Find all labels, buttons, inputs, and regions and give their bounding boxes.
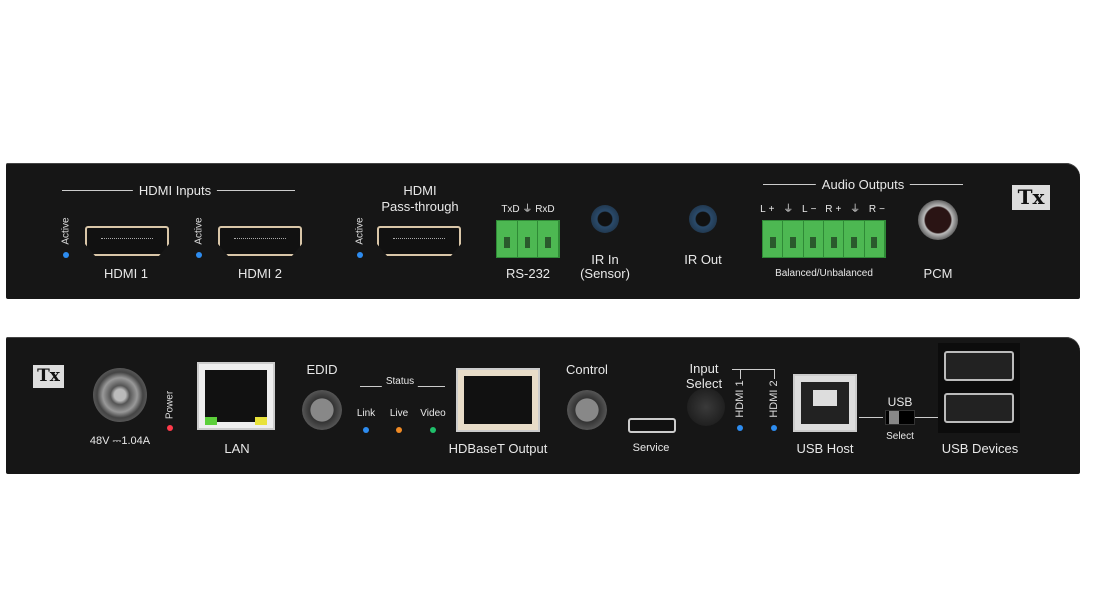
hdmi2-port[interactable] [218, 226, 302, 256]
usb-select-label: Select [886, 431, 914, 442]
service-port[interactable] [628, 418, 676, 433]
ir-in-jack[interactable] [591, 205, 619, 233]
hdbaset-output-port[interactable] [456, 368, 540, 432]
control-label: Control [566, 362, 608, 377]
service-label: Service [632, 442, 670, 454]
pcm-label: PCM [923, 266, 953, 281]
rs232-terminal[interactable] [496, 220, 560, 258]
hdbaset-output-label: HDBaseT Output [448, 441, 548, 456]
status-live-label: Live [389, 408, 409, 419]
rs232-pin-labels: TxD ⏚ RxD [501, 204, 555, 215]
usb-select-switch[interactable] [885, 410, 915, 425]
status-title: Status [381, 374, 419, 389]
hdmi1-active-led [63, 252, 69, 258]
hdmi2-select-label: HDMI 2 [768, 380, 780, 418]
power-jack[interactable] [93, 368, 147, 422]
usb-device-port-1[interactable] [944, 351, 1014, 381]
input-select-label-2: Select [685, 376, 723, 391]
input-select-button[interactable] [687, 388, 725, 426]
lan-link-led [205, 417, 217, 425]
hdmi1-port[interactable] [85, 226, 169, 256]
tx-logo: Tx [1012, 185, 1050, 210]
usb-connector-line-left [859, 417, 883, 418]
front-panel: HDMI Inputs Active HDMI 1 Active HDMI 2 … [6, 163, 1080, 299]
lan-port[interactable] [197, 362, 275, 430]
power-label: Power [164, 390, 176, 420]
ir-out-label: IR Out [684, 252, 722, 267]
rs232-label: RS-232 [505, 266, 551, 281]
usb-host-port[interactable] [793, 374, 857, 432]
live-led [396, 427, 402, 433]
usb-connector-line-right [915, 417, 939, 418]
active-label-2: Active [193, 217, 205, 245]
link-led [363, 427, 369, 433]
bracket-tick-1 [740, 369, 741, 379]
video-led [430, 427, 436, 433]
hdmi2-label: HDMI 2 [237, 266, 283, 281]
balanced-unbalanced-label: Balanced/Unbalanced [775, 268, 873, 279]
hdmi-inputs-title: HDMI Inputs [132, 183, 218, 198]
bracket-tick-2 [774, 369, 775, 379]
tx-logo: Tx [33, 365, 64, 388]
status-video-label: Video [420, 408, 446, 419]
usb-devices-block [938, 343, 1020, 433]
passthrough-title-1: HDMI [403, 183, 437, 198]
ir-in-label-2: (Sensor) [580, 266, 630, 281]
input-select-bracket [732, 369, 774, 370]
active-label-3: Active [354, 217, 366, 245]
edid-rotary-switch[interactable] [302, 390, 342, 430]
active-label-1: Active [60, 217, 72, 245]
lan-label: LAN [224, 441, 250, 456]
control-rotary-switch[interactable] [567, 390, 607, 430]
hdmi1-select-label: HDMI 1 [734, 380, 746, 418]
back-panel: Tx Power 48V ⎓1.04A LAN EDID Status Link… [6, 337, 1080, 474]
hdmi1-label: HDMI 1 [103, 266, 149, 281]
ir-out-jack[interactable] [689, 205, 717, 233]
hdmi1-select-led [737, 425, 743, 431]
edid-label: EDID [306, 362, 338, 377]
audio-terminal[interactable] [762, 220, 886, 258]
usb-device-port-2[interactable] [944, 393, 1014, 423]
status-link-label: Link [356, 408, 376, 419]
usb-switch-label: USB [887, 395, 913, 409]
passthrough-title-2: Pass-through [381, 199, 459, 214]
input-select-label-1: Input [689, 361, 719, 376]
power-led [167, 425, 173, 431]
hdmi2-select-led [771, 425, 777, 431]
ir-in-label-1: IR In [591, 252, 619, 267]
audio-outputs-title: Audio Outputs [815, 177, 911, 192]
hdmi-passthrough-port[interactable] [377, 226, 461, 256]
passthrough-active-led [357, 252, 363, 258]
power-rating: 48V ⎓1.04A [89, 435, 151, 447]
pcm-jack[interactable] [918, 200, 958, 240]
audio-pin-labels: L+ ⏚ L− R+ ⏚ R− [760, 204, 888, 215]
usb-host-label: USB Host [796, 441, 854, 456]
hdmi2-active-led [196, 252, 202, 258]
lan-activity-led [255, 417, 267, 425]
usb-devices-label: USB Devices [941, 441, 1019, 456]
